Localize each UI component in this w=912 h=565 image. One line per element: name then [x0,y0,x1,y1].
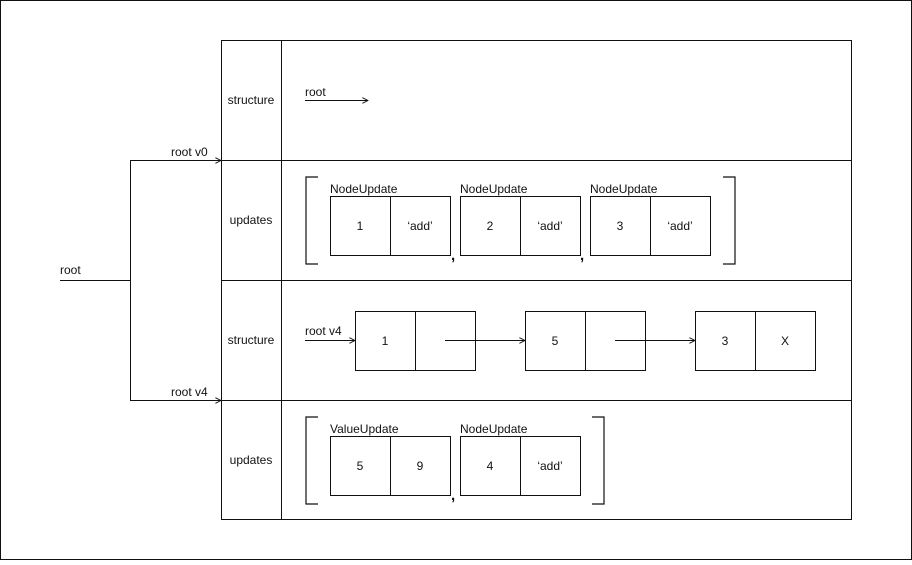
node-value: 1 [382,334,389,348]
node-value-cell [525,311,586,371]
update-op-cell [390,196,451,256]
row-label-updates-v0: updates [230,213,273,227]
update-op-cell [390,436,451,496]
list-separator: , [580,247,584,264]
update-type-label: NodeUpdate [330,182,398,196]
list-separator: , [451,247,455,264]
list-open-bracket [305,416,318,505]
list-open-bracket [305,176,318,265]
v4-structure-linked-list: root v4 1 5 3 X [305,311,816,371]
update-op: ‘add’ [407,219,432,233]
node-value-cell [695,311,756,371]
update-item: NodeUpdate 1 ‘add’ [330,182,451,256]
list-close-bracket [723,176,736,265]
update-key-cell [330,436,391,496]
update-op-cell [650,196,711,256]
update-item: NodeUpdate 4 ‘add’ [460,422,581,496]
v0-root-pointer-label: root [305,85,326,99]
update-op-cell [520,436,581,496]
update-key-cell [330,196,391,256]
update-item: NodeUpdate 2 ‘add’ [460,182,581,256]
update-type-label: NodeUpdate [590,182,658,196]
row-label-structure-v0: structure [228,93,275,107]
root-v4-label: root v4 [171,385,208,399]
row-label-updates-v4: updates [230,453,273,467]
update-type-label: NodeUpdate [460,422,528,436]
root-label: root [60,263,81,277]
node-value-cell [355,311,416,371]
update-op: ‘add’ [667,219,692,233]
update-key: 1 [357,219,364,233]
update-key: 3 [617,219,624,233]
list-node: 3 X [695,311,816,371]
update-op-cell [520,196,581,256]
update-op: ‘add’ [537,219,562,233]
update-key-cell [460,196,521,256]
root-pointer: root root v0 root v4 [60,145,221,401]
update-type-label: NodeUpdate [460,182,528,196]
update-op: ‘add’ [537,459,562,473]
v0-structure: root [305,85,368,101]
update-key: 5 [357,459,364,473]
v4-root-pointer-label: root v4 [305,324,342,338]
update-type-label: ValueUpdate [330,422,399,436]
node-value: 5 [552,334,559,348]
node-next-cell [755,311,816,371]
list-separator: , [451,487,455,504]
node-value: 3 [722,334,729,348]
update-item: NodeUpdate 3 ‘add’ [590,182,711,256]
update-key: 2 [487,219,494,233]
null-terminator: X [781,334,789,348]
update-key: 4 [487,459,494,473]
row-label-structure-v4: structure [228,333,275,347]
update-key-cell [460,436,521,496]
list-close-bracket [592,416,605,505]
update-op: 9 [417,459,424,473]
update-item: ValueUpdate 5 9 [330,422,451,496]
root-v0-label: root v0 [171,145,208,159]
v0-updates-list: NodeUpdate 1 ‘add’ , NodeUpdate 2 ‘add’ … [305,176,736,265]
v4-updates-list: ValueUpdate 5 9 , NodeUpdate 4 ‘add’ [305,416,605,505]
